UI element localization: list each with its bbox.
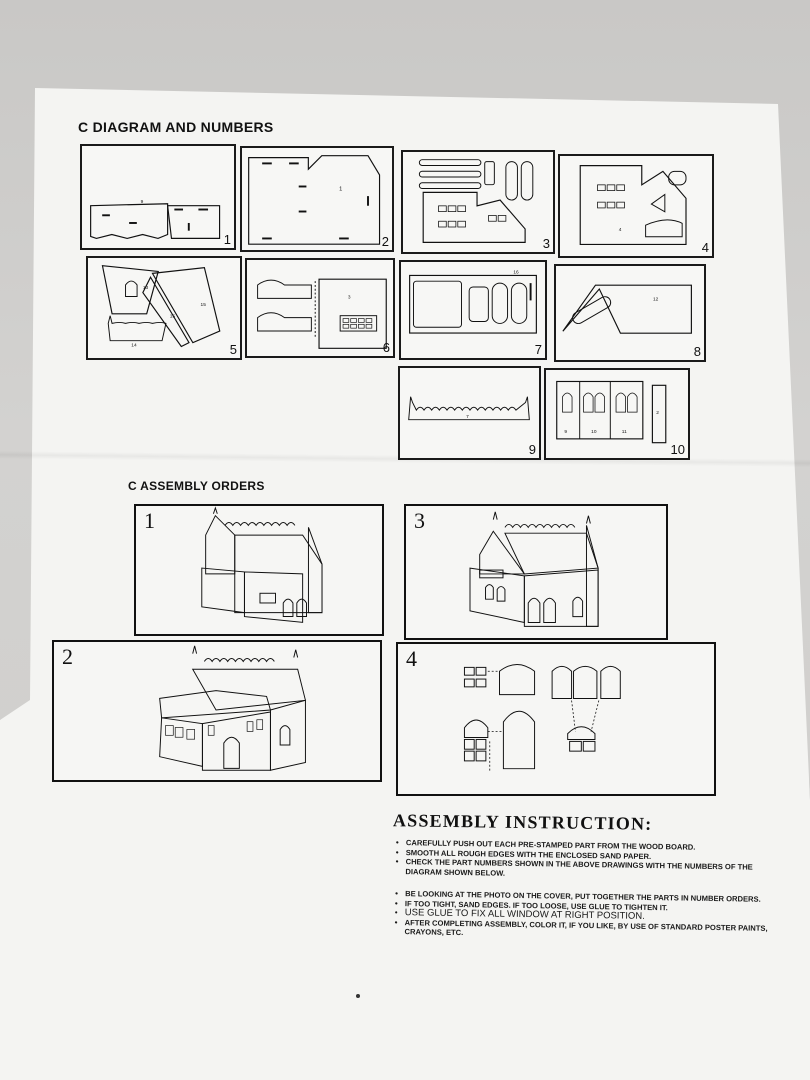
part-panel-9: 7 9 <box>398 366 541 460</box>
assembly-step-2: 2 <box>52 640 382 782</box>
part-drawing-10: 9 10 11 2 <box>556 380 667 444</box>
part-label: 10 <box>591 429 597 435</box>
part-label: 1 <box>339 186 342 192</box>
step-drawing-2 <box>159 645 307 771</box>
part-number: 1 <box>223 232 231 247</box>
part-drawing-4: 4 <box>579 165 687 246</box>
step-drawing-3 <box>469 511 599 627</box>
part-label: 9 <box>141 199 144 205</box>
part-label: 12 <box>653 297 659 303</box>
part-number: 4 <box>701 240 709 255</box>
part-panel-3: 3 <box>401 150 555 254</box>
part-number: 8 <box>693 344 701 359</box>
part-label: 7 <box>466 414 469 420</box>
part-drawing-3 <box>418 159 534 243</box>
ink-speck <box>356 994 360 998</box>
part-drawing-9: 7 <box>408 396 530 421</box>
part-label: 9 <box>564 429 567 435</box>
part-label: 4 <box>619 227 622 233</box>
part-number: 3 <box>542 236 550 251</box>
part-label: 3 <box>348 294 351 300</box>
step-drawing-4 <box>463 663 621 771</box>
instructions-list: CAREFULLY PUSH OUT EACH PRE-STAMPED PART… <box>393 838 779 943</box>
diagram-heading: C DIAGRAM AND NUMBERS <box>78 119 274 135</box>
part-number: 9 <box>528 442 536 457</box>
assembly-step-4: 4 <box>396 642 716 796</box>
part-label: 15 <box>201 302 207 308</box>
step-number: 2 <box>62 644 73 669</box>
part-panel-7: 16 7 <box>399 260 547 360</box>
part-panel-1: 9 1 <box>80 144 236 250</box>
part-panel-10: 9 10 11 2 10 <box>544 368 690 460</box>
part-panel-4: 4 4 <box>558 154 714 258</box>
part-panel-5: 13 15 15 14 5 <box>86 256 242 360</box>
part-label: 13 <box>143 285 149 291</box>
step-number: 4 <box>406 646 417 671</box>
part-drawing-2: 1 <box>248 155 381 245</box>
part-number: 7 <box>534 342 542 357</box>
part-label: 11 <box>622 429 627 435</box>
part-label: 14 <box>131 342 137 348</box>
part-panel-6: 3 6 <box>245 258 395 358</box>
part-drawing-5: 13 15 15 14 <box>101 265 221 348</box>
part-drawing-8: 12 <box>562 284 692 334</box>
part-panel-2: 1 2 <box>240 146 394 252</box>
part-number: 10 <box>670 442 685 457</box>
part-number: 5 <box>229 342 237 357</box>
step-number: 1 <box>144 508 155 533</box>
step-number: 3 <box>414 508 425 533</box>
part-drawing-6: 3 <box>257 278 387 349</box>
assembly-heading: C ASSEMBLY ORDERS <box>128 479 265 493</box>
part-label: 15 <box>170 314 176 320</box>
part-number: 6 <box>382 340 390 355</box>
assembly-step-1: 1 <box>134 504 384 636</box>
step-drawing-1 <box>201 506 323 623</box>
part-panel-8: 12 8 <box>554 264 706 362</box>
assembly-step-3: 3 <box>404 504 668 640</box>
part-label: 16 <box>513 270 519 276</box>
instructions-title: ASSEMBLY INSTRUCTION: <box>392 810 653 834</box>
part-label: 2 <box>656 410 659 416</box>
part-number: 2 <box>381 234 389 249</box>
part-drawing-1: 9 <box>90 199 221 239</box>
part-drawing-7: 16 <box>409 270 537 334</box>
